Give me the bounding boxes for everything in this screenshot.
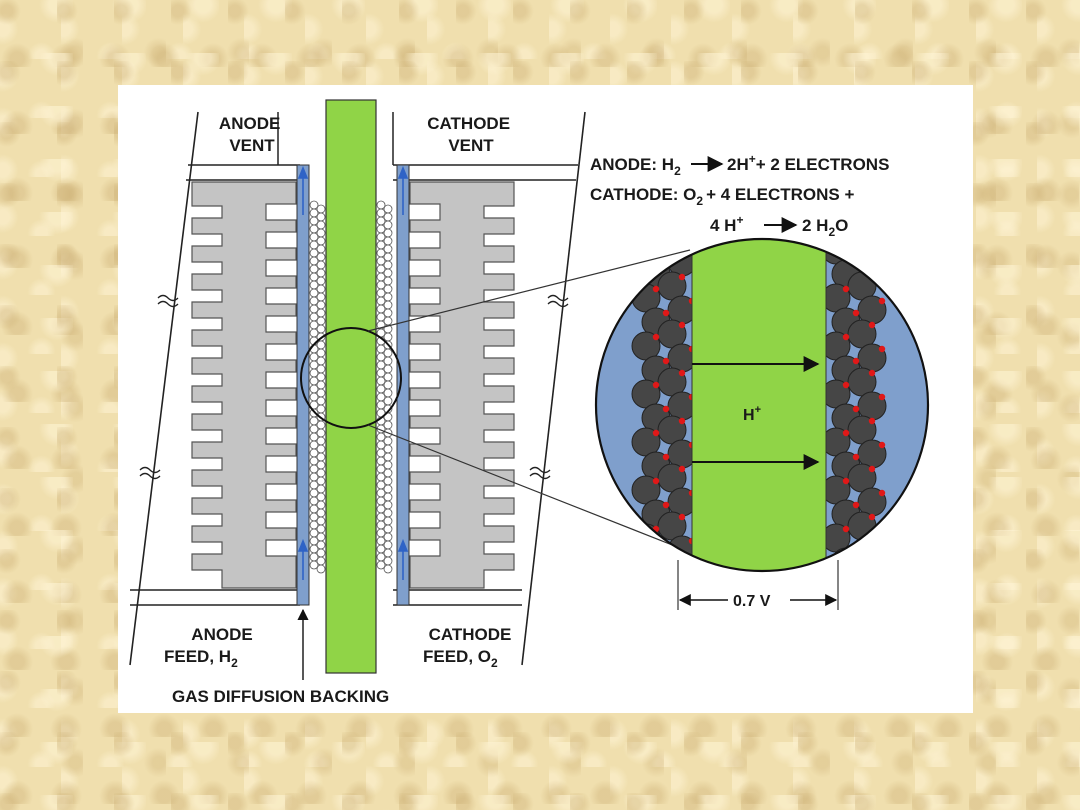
cathode-gas-diffusion-backing — [396, 164, 410, 606]
anode-equation-right: 2H++ 2 ELECTRONS — [727, 152, 889, 174]
anode-flow-field-plate — [191, 181, 297, 589]
gas-diffusion-backing-label: GAS DIFFUSION BACKING — [172, 687, 389, 706]
platinum-site — [662, 405, 670, 413]
platinum-site — [878, 297, 886, 305]
anode-gas-diffusion-backing — [296, 164, 310, 606]
platinum-site — [842, 285, 850, 293]
anode-vent-label: ANODE VENT — [219, 114, 285, 155]
cathode-equation-line1: CATHODE: O2+ 4 ELECTRONS + — [590, 185, 854, 208]
anode-catalyst-layer — [309, 200, 326, 574]
platinum-site — [868, 513, 876, 521]
catalyst-bead — [383, 564, 393, 574]
platinum-site — [678, 513, 686, 521]
platinum-site — [678, 465, 686, 473]
platinum-site — [868, 321, 876, 329]
cathode-flow-field-plate — [409, 181, 515, 589]
catalyst-bead — [376, 560, 386, 570]
platinum-site — [662, 453, 670, 461]
platinum-site — [678, 321, 686, 329]
catalyst-bead — [316, 564, 326, 574]
cathode-feed-gas-label: FEED, O2 — [423, 647, 498, 670]
platinum-site — [678, 417, 686, 425]
platinum-site — [842, 429, 850, 437]
voltage-label: 0.7 V — [733, 593, 771, 610]
break-marks — [139, 294, 569, 480]
platinum-site — [842, 525, 850, 533]
platinum-site — [878, 489, 886, 497]
platinum-site — [662, 501, 670, 509]
cathode-feed-label: CATHODE — [429, 625, 512, 644]
platinum-site — [852, 453, 860, 461]
cathode-side-boundary — [521, 111, 586, 666]
platinum-site — [842, 381, 850, 389]
zoom-source-circle — [300, 327, 402, 429]
cathode-equation-line2-left: 4 H+ — [710, 213, 743, 235]
platinum-site — [852, 405, 860, 413]
platinum-site — [868, 465, 876, 473]
cathode-catalyst-layer — [376, 200, 393, 574]
channel-boundaries — [130, 164, 578, 606]
platinum-site — [678, 273, 686, 281]
platinum-site — [842, 477, 850, 485]
platinum-site — [878, 393, 886, 401]
platinum-site — [878, 345, 886, 353]
platinum-site — [868, 417, 876, 425]
platinum-site — [852, 357, 860, 365]
anode-equation-left: ANODE: H2 — [590, 155, 681, 178]
zoom-line-bottom — [367, 424, 691, 553]
reaction-equations: ANODE: H2 2H++ 2 ELECTRONS CATHODE: O2+ … — [590, 152, 889, 239]
platinum-site — [652, 429, 660, 437]
zoom-line-top — [367, 249, 691, 332]
platinum-site — [652, 381, 660, 389]
catalyst-bead — [309, 560, 319, 570]
anode-feed-label: ANODE — [191, 625, 252, 644]
platinum-site — [652, 285, 660, 293]
cathode-vent-label: CATHODE VENT — [427, 114, 515, 155]
platinum-site — [842, 333, 850, 341]
anode-feed-gas-label: FEED, H2 — [164, 647, 238, 670]
platinum-site — [852, 309, 860, 317]
platinum-site — [678, 369, 686, 377]
flow-arrows — [297, 165, 409, 580]
magnified-membrane — [692, 239, 826, 571]
platinum-site — [852, 501, 860, 509]
proton-exchange-membrane — [325, 99, 377, 674]
platinum-site — [652, 333, 660, 341]
platinum-site — [662, 357, 670, 365]
platinum-site — [868, 369, 876, 377]
platinum-site — [652, 477, 660, 485]
anode-side-boundary — [129, 111, 199, 666]
proton-label: H+ — [743, 404, 761, 424]
platinum-site — [662, 309, 670, 317]
cathode-equation-line2-right: 2 H2O — [802, 216, 848, 239]
platinum-site — [878, 441, 886, 449]
